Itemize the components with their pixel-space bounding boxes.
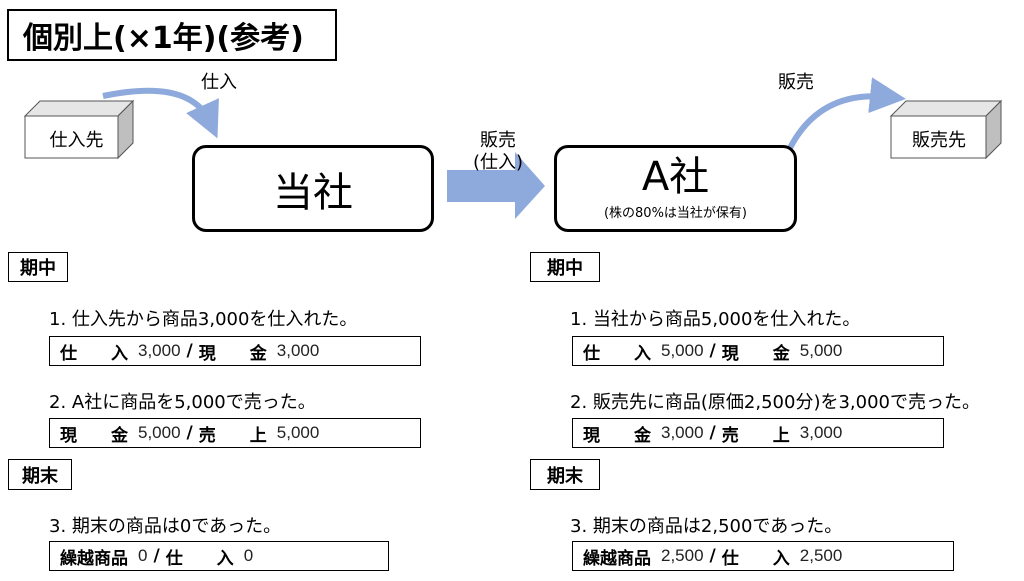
right-entry-2: 現 金 3,000 / 売 上 3,000 xyxy=(572,418,944,448)
sale-arrow xyxy=(787,77,906,150)
left-entry-2: 現 金 5,000 / 売 上 5,000 xyxy=(49,418,421,448)
page-title-text: 個別上(×1年)(参考) xyxy=(23,21,304,56)
left-q1: 1. 仕入先から商品3,000を仕入れた。 xyxy=(49,309,358,330)
page-title: 個別上(×1年)(参考) xyxy=(7,9,337,61)
customer-label: 販売先 xyxy=(912,130,966,151)
company-a-box: A社 (株の80%は当社が保有) xyxy=(554,145,797,232)
company-a-label: A社 xyxy=(641,154,710,200)
supplier-label: 仕入先 xyxy=(49,130,104,151)
middle-flow-label-2: (仕入) xyxy=(472,152,524,173)
our-company-box: 当社 xyxy=(192,145,434,232)
right-q2: 2. 販売先に商品(原価2,500分)を3,000で売った。 xyxy=(570,392,980,413)
left-entry-3: 繰越商品 0 / 仕 入 0 xyxy=(49,541,389,571)
left-end-tag: 期末 xyxy=(8,459,72,490)
left-entry-1: 仕 入 3,000 / 現 金 3,000 xyxy=(49,336,421,366)
customer-cube xyxy=(889,99,1003,160)
left-q3: 3. 期末の商品は0であった。 xyxy=(49,516,282,537)
purchase-arrow xyxy=(102,87,219,139)
company-a-note: (株の80%は当社が保有) xyxy=(603,206,748,221)
right-end-tag: 期末 xyxy=(530,459,600,490)
purchase-flow-label: 仕入 xyxy=(201,72,237,93)
middle-block-arrow xyxy=(447,152,545,219)
right-entry-3: 繰越商品 2,500 / 仕 入 2,500 xyxy=(572,541,954,571)
left-q2: 2. A社に商品を5,000で売った。 xyxy=(49,392,316,413)
our-company-label: 当社 xyxy=(273,169,353,216)
middle-flow-label-1: 販売 xyxy=(480,130,516,151)
right-q3: 3. 期末の商品は2,500であった。 xyxy=(570,516,843,537)
right-period-tag: 期中 xyxy=(530,252,600,282)
right-q1: 1. 当社から商品5,000を仕入れた。 xyxy=(570,309,861,330)
right-entry-1: 仕 入 5,000 / 現 金 5,000 xyxy=(572,336,944,366)
supplier-cube xyxy=(23,99,135,160)
sale-flow-label: 販売 xyxy=(778,72,814,93)
left-period-tag: 期中 xyxy=(8,252,68,282)
